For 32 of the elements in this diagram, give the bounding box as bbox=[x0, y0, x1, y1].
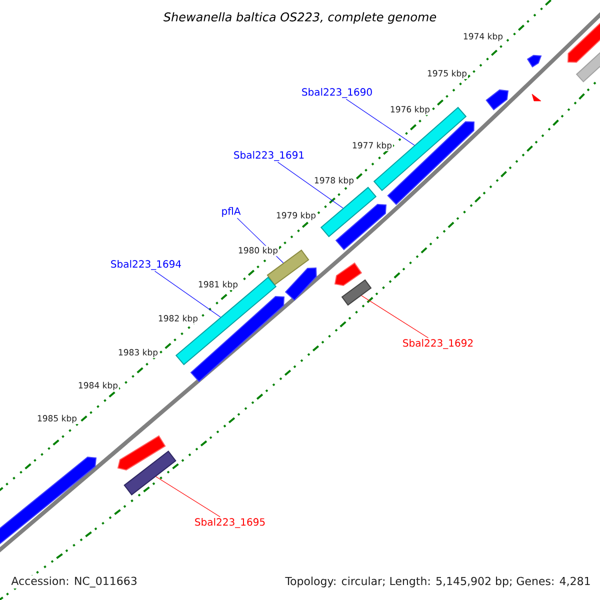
gene-bar bbox=[124, 450, 176, 496]
gene-label: Sbal223_1690 bbox=[302, 88, 372, 98]
footer-text: Topology: circular; Length: 5,145,902 bp; Genes: 4,281 bbox=[284, 576, 592, 588]
scale-label: 1976 kbp bbox=[388, 104, 432, 116]
scale-label: 1983 kbp bbox=[116, 348, 160, 358]
scale-label: 1977 kbp bbox=[350, 140, 394, 152]
gene-feature bbox=[532, 94, 542, 102]
title: Shewanella baltica OS223, complete genome bbox=[163, 12, 436, 24]
scale-label: 1978 kbp bbox=[312, 176, 356, 186]
scale-label: 1982 kbp bbox=[156, 314, 200, 324]
scale-label: 1984 kbp bbox=[76, 380, 120, 392]
scale-label: 1981 kbp bbox=[196, 280, 240, 290]
leader-line bbox=[346, 98, 415, 146]
scale-label: 1975 kbp bbox=[426, 68, 468, 80]
gene-feature bbox=[0, 456, 97, 546]
gene-label: Sbal223_1691 bbox=[234, 151, 304, 161]
leader-line bbox=[361, 295, 429, 338]
gene-label: pflA bbox=[222, 207, 241, 217]
scale-label: 1974 kbp bbox=[462, 32, 504, 42]
footer-text: Accession: NC_011663 bbox=[10, 576, 138, 588]
scale-label: 1985 kbp bbox=[36, 414, 78, 424]
leader-line bbox=[154, 270, 221, 318]
leader-line bbox=[277, 162, 344, 208]
gene-bar bbox=[576, 50, 600, 82]
gene-label: Sbal223_1694 bbox=[111, 260, 181, 270]
scale-label: 1979 kbp bbox=[274, 210, 318, 222]
leader-line bbox=[156, 476, 220, 518]
gene-label: Sbal223_1695 bbox=[195, 518, 265, 528]
gene-feature bbox=[117, 435, 166, 470]
scale-label: 1980 kbp bbox=[236, 246, 280, 256]
gene-feature bbox=[486, 89, 509, 110]
gene-label: Sbal223_1692 bbox=[403, 339, 473, 349]
